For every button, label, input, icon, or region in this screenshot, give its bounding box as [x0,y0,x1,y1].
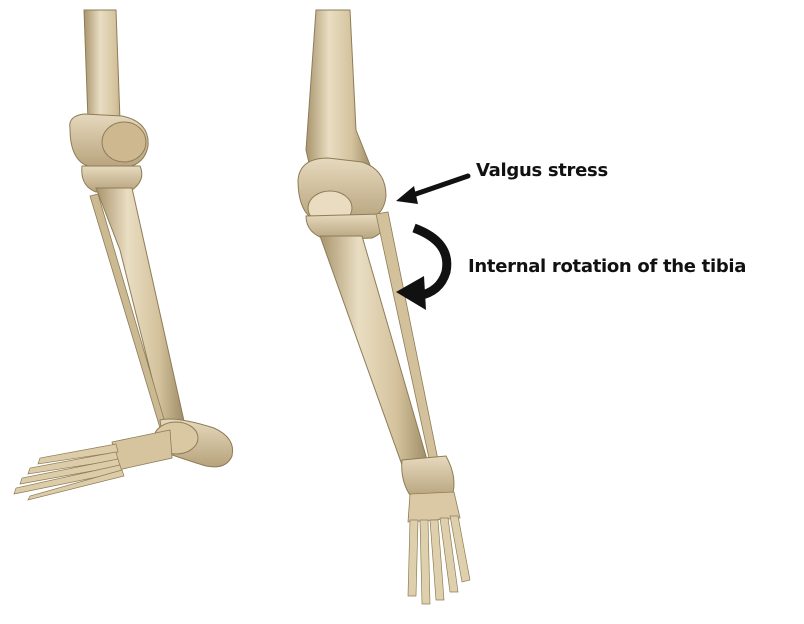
valgus-stress-label: Valgus stress [476,160,608,181]
left-midfoot [112,430,172,470]
left-patella [102,122,146,162]
right-leg [298,10,470,604]
right-femur [306,10,372,176]
right-ankle [402,456,454,498]
left-toes [14,444,124,500]
valgus-stress-arrow [396,176,468,204]
right-toes [408,516,470,604]
left-tibia [96,188,186,434]
internal-rotation-label: Internal rotation of the tibia [468,256,746,277]
left-leg [14,10,233,500]
